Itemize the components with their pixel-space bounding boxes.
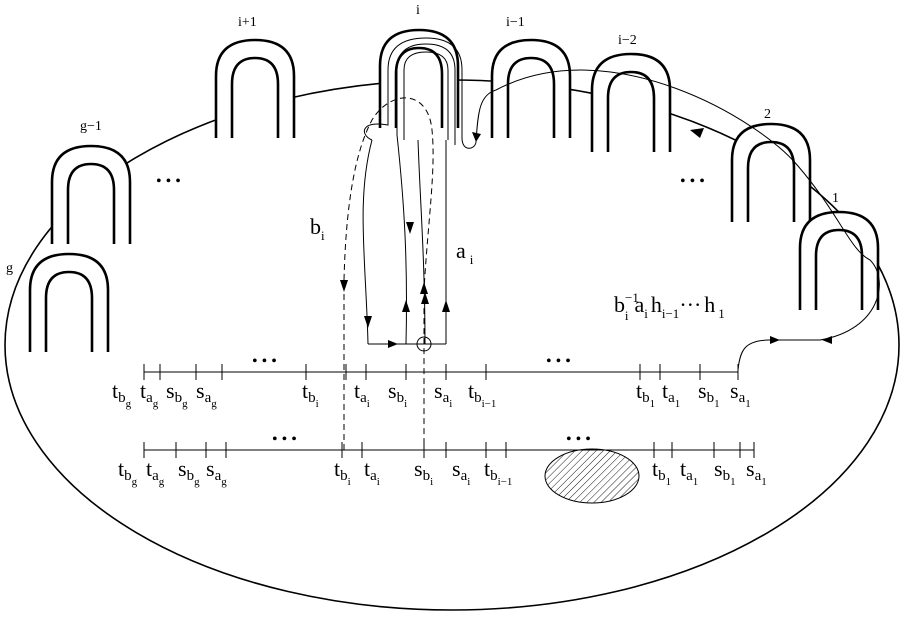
upper-tick-label: tbi−1 [468,378,496,410]
handle-i-1: i−1 [490,15,572,138]
upper-tick-label: ta1 [662,378,680,410]
handle-label: g [6,261,13,276]
handle-i-2: i−2 [590,33,672,152]
curve-b [340,97,434,450]
lower-axis-ticks [143,442,755,458]
upper-tick-label: tag [140,378,159,410]
handle-i-curves [362,37,880,371]
lower-tick-label: ta1 [680,456,698,488]
dots-lower-right: • • • [566,431,591,448]
upper-tick-label: sag [196,378,217,410]
lower-tick-label: tbg [118,456,138,488]
handles-group: g g−1 i+1 i i−1 i−2 2 1 [6,3,880,352]
lower-tick-label: sb1 [714,456,736,488]
handle-label: g−1 [80,119,102,134]
handle-label: i−2 [618,33,637,48]
upper-tick-label: tai [354,378,370,410]
handle-label: 1 [832,191,839,206]
handle-i+1: i+1 [214,15,296,138]
curve-from-loop-1 [362,139,373,345]
lower-tick-label: tai [364,456,380,488]
lower-tick-label: sa1 [746,456,767,488]
upper-tick-label: tbi [302,378,319,410]
curve-loop-middle [396,43,456,145]
lower-tick-label: tag [146,456,165,488]
curve-loop-outer [363,37,477,149]
curve-from-loop-3 [417,139,426,345]
handle-g: g [6,252,110,352]
lower-tick-label: tb1 [652,456,671,488]
lower-tick-label: sai [452,456,470,488]
lower-tick-label: sbg [178,456,200,488]
upper-tick-label: sb1 [698,378,720,410]
handle-label: i+1 [238,15,257,30]
upper-tick-label: tb1 [636,378,655,410]
handle-label: i [416,3,420,18]
curve-loop-inner [403,51,449,140]
handle-g-1: g−1 [50,119,132,244]
upper-tick-label: sbg [166,378,188,410]
dots-upper-right: • • • [546,353,571,370]
dots-handles-left: • • • [156,173,181,190]
upper-tick-label: sa1 [730,378,751,410]
handle-1: 1 [798,191,880,310]
lower-tick-label: sbi [414,456,433,488]
lower-tick-label: sag [206,456,227,488]
handle-2: 2 [730,107,812,222]
hatched-disk [544,448,640,504]
dots-handles-right: • • • [680,173,705,190]
label-b-i: bi [310,214,325,243]
handle-label: 2 [764,107,771,122]
handle-i: i [378,3,460,128]
curve-from-loop-2 [396,134,408,345]
upper-tick-label: tbg [112,378,132,410]
handle-label: i−1 [506,15,525,30]
lower-tick-label: tbi−1 [484,456,512,488]
upper-tick-label: sbi [388,378,407,410]
lower-tick-label: tbi [334,456,351,488]
upper-axis-ticks [143,364,739,380]
dots-lower-left: • • • [272,431,297,448]
dots-upper-left: • • • [252,353,277,370]
upper-tick-label: sai [434,378,452,410]
